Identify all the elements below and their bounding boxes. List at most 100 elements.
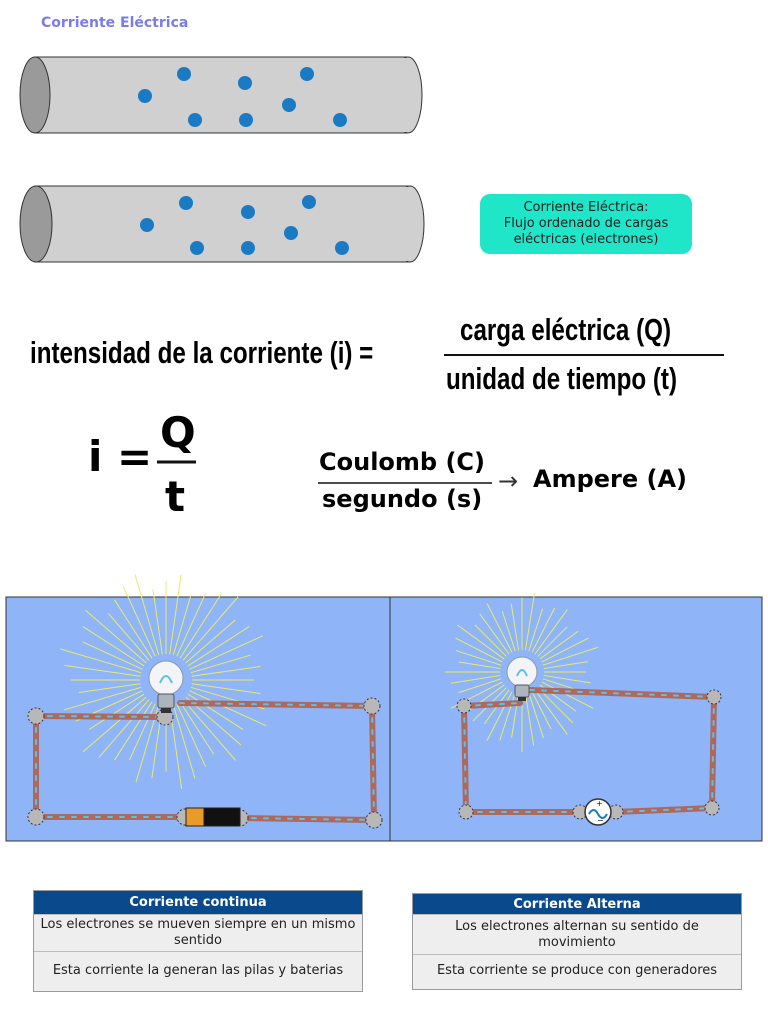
light-ray bbox=[474, 624, 507, 657]
light-ray bbox=[537, 626, 568, 657]
ac-circuit-panel bbox=[389, 596, 763, 842]
light-ray bbox=[169, 574, 182, 655]
light-ray bbox=[539, 630, 579, 660]
dc-wires bbox=[33, 700, 377, 823]
formula-intensity-lhs: intensidad de la corriente (i) = bbox=[30, 335, 374, 370]
light-ray bbox=[486, 691, 513, 742]
electron-dot bbox=[138, 89, 152, 103]
light-ray bbox=[63, 686, 142, 711]
light-ray bbox=[455, 650, 502, 666]
light-ray bbox=[82, 696, 147, 753]
light-ray bbox=[479, 613, 510, 655]
light-ray bbox=[501, 610, 516, 652]
electron-dot bbox=[333, 113, 347, 127]
definition-line: Flujo ordenado de cargas bbox=[503, 216, 669, 231]
light-ray bbox=[191, 665, 261, 677]
light-ray bbox=[541, 637, 589, 663]
formula-symbol-lhs: i = bbox=[88, 432, 153, 481]
table-header: Corriente Alterna bbox=[413, 894, 741, 914]
units-denominator: segundo (s) bbox=[322, 485, 483, 513]
light-ray bbox=[172, 595, 192, 656]
light-rays bbox=[444, 592, 599, 752]
light-ray bbox=[510, 603, 520, 651]
light-ray bbox=[64, 664, 141, 677]
electron-dot bbox=[302, 195, 316, 209]
electron-dot bbox=[335, 241, 349, 255]
light-ray bbox=[458, 678, 502, 694]
light-ray bbox=[187, 626, 250, 667]
conductor-cylinder-ordered bbox=[19, 185, 425, 263]
light-ray bbox=[456, 624, 505, 660]
definition-line: Corriente Eléctrica: bbox=[523, 200, 649, 215]
table-row: Esta corriente la generan las pilas y ba… bbox=[34, 951, 362, 989]
ac-info-table: Corriente Alterna Los electrones alterna… bbox=[412, 893, 742, 990]
light-ray bbox=[176, 703, 207, 767]
light-ray bbox=[190, 654, 251, 674]
light-bulb-icon bbox=[506, 656, 538, 701]
light-ray bbox=[98, 699, 150, 758]
light-ray bbox=[182, 596, 239, 661]
light-ray bbox=[531, 607, 556, 653]
light-ray bbox=[534, 689, 568, 735]
light-ray bbox=[172, 704, 196, 779]
electron-dot bbox=[300, 67, 314, 81]
light-ray bbox=[60, 648, 142, 674]
units-result: Ampere (A) bbox=[533, 465, 688, 493]
table-row: Esta corriente se produce con generadore… bbox=[413, 954, 741, 987]
light-ray bbox=[524, 592, 536, 651]
electrons-ordered bbox=[140, 195, 349, 255]
table-header: Corriente continua bbox=[34, 891, 362, 914]
battery-icon bbox=[185, 807, 241, 827]
electron-dot bbox=[241, 205, 255, 219]
light-ray bbox=[128, 703, 156, 761]
arrow-right-icon: → bbox=[498, 467, 519, 495]
light-ray bbox=[179, 593, 222, 659]
light-ray bbox=[455, 637, 503, 663]
electron-dot bbox=[188, 113, 202, 127]
light-bulb-icon bbox=[148, 660, 184, 713]
electron-dot bbox=[238, 76, 252, 90]
light-ray bbox=[534, 609, 568, 655]
units-numerator: Coulomb (C) bbox=[319, 448, 485, 476]
electron-dot bbox=[140, 218, 154, 232]
light-ray bbox=[189, 690, 267, 727]
light-ray bbox=[82, 626, 145, 667]
light-ray bbox=[85, 609, 147, 664]
electron-dot bbox=[179, 196, 193, 210]
light-ray bbox=[543, 674, 591, 684]
electron-dot bbox=[241, 241, 255, 255]
light-ray bbox=[486, 602, 513, 653]
light-ray bbox=[122, 586, 156, 657]
light-ray bbox=[179, 701, 214, 755]
light-ray bbox=[152, 589, 163, 655]
definition-box: Corriente Eléctrica: Flujo ordenado de c… bbox=[480, 194, 692, 254]
table-row: Los electrones se mueven siempre en un m… bbox=[34, 914, 362, 951]
light-ray bbox=[114, 701, 153, 761]
svg-text:−: − bbox=[597, 816, 604, 825]
light-ray bbox=[185, 619, 236, 664]
ac-generator-icon: + − bbox=[584, 798, 612, 826]
electrons-random bbox=[138, 67, 347, 127]
formula-symbol-numerator: Q bbox=[160, 408, 196, 457]
light-ray bbox=[543, 661, 588, 670]
ac-wires bbox=[461, 687, 717, 815]
light-ray bbox=[528, 692, 544, 739]
light-ray bbox=[176, 593, 207, 657]
table-row: Los electrones alternan su sentido de mo… bbox=[413, 914, 741, 954]
light-ray bbox=[182, 699, 237, 761]
light-ray bbox=[541, 681, 594, 709]
formula-symbol-denominator: t bbox=[165, 472, 186, 521]
light-ray bbox=[78, 683, 141, 694]
ac-junctions bbox=[456, 689, 722, 820]
light-ray bbox=[542, 646, 599, 666]
page-title: Corriente Eléctrica bbox=[41, 15, 189, 31]
electron-dot bbox=[177, 67, 191, 81]
electron-dot bbox=[284, 226, 298, 240]
light-ray bbox=[114, 599, 153, 659]
light-ray bbox=[88, 693, 145, 730]
electron-dot bbox=[190, 241, 204, 255]
definition-line: eléctricas (electrones) bbox=[513, 232, 659, 247]
light-ray bbox=[187, 693, 244, 730]
light-ray bbox=[191, 683, 261, 695]
electron-dot bbox=[239, 113, 253, 127]
